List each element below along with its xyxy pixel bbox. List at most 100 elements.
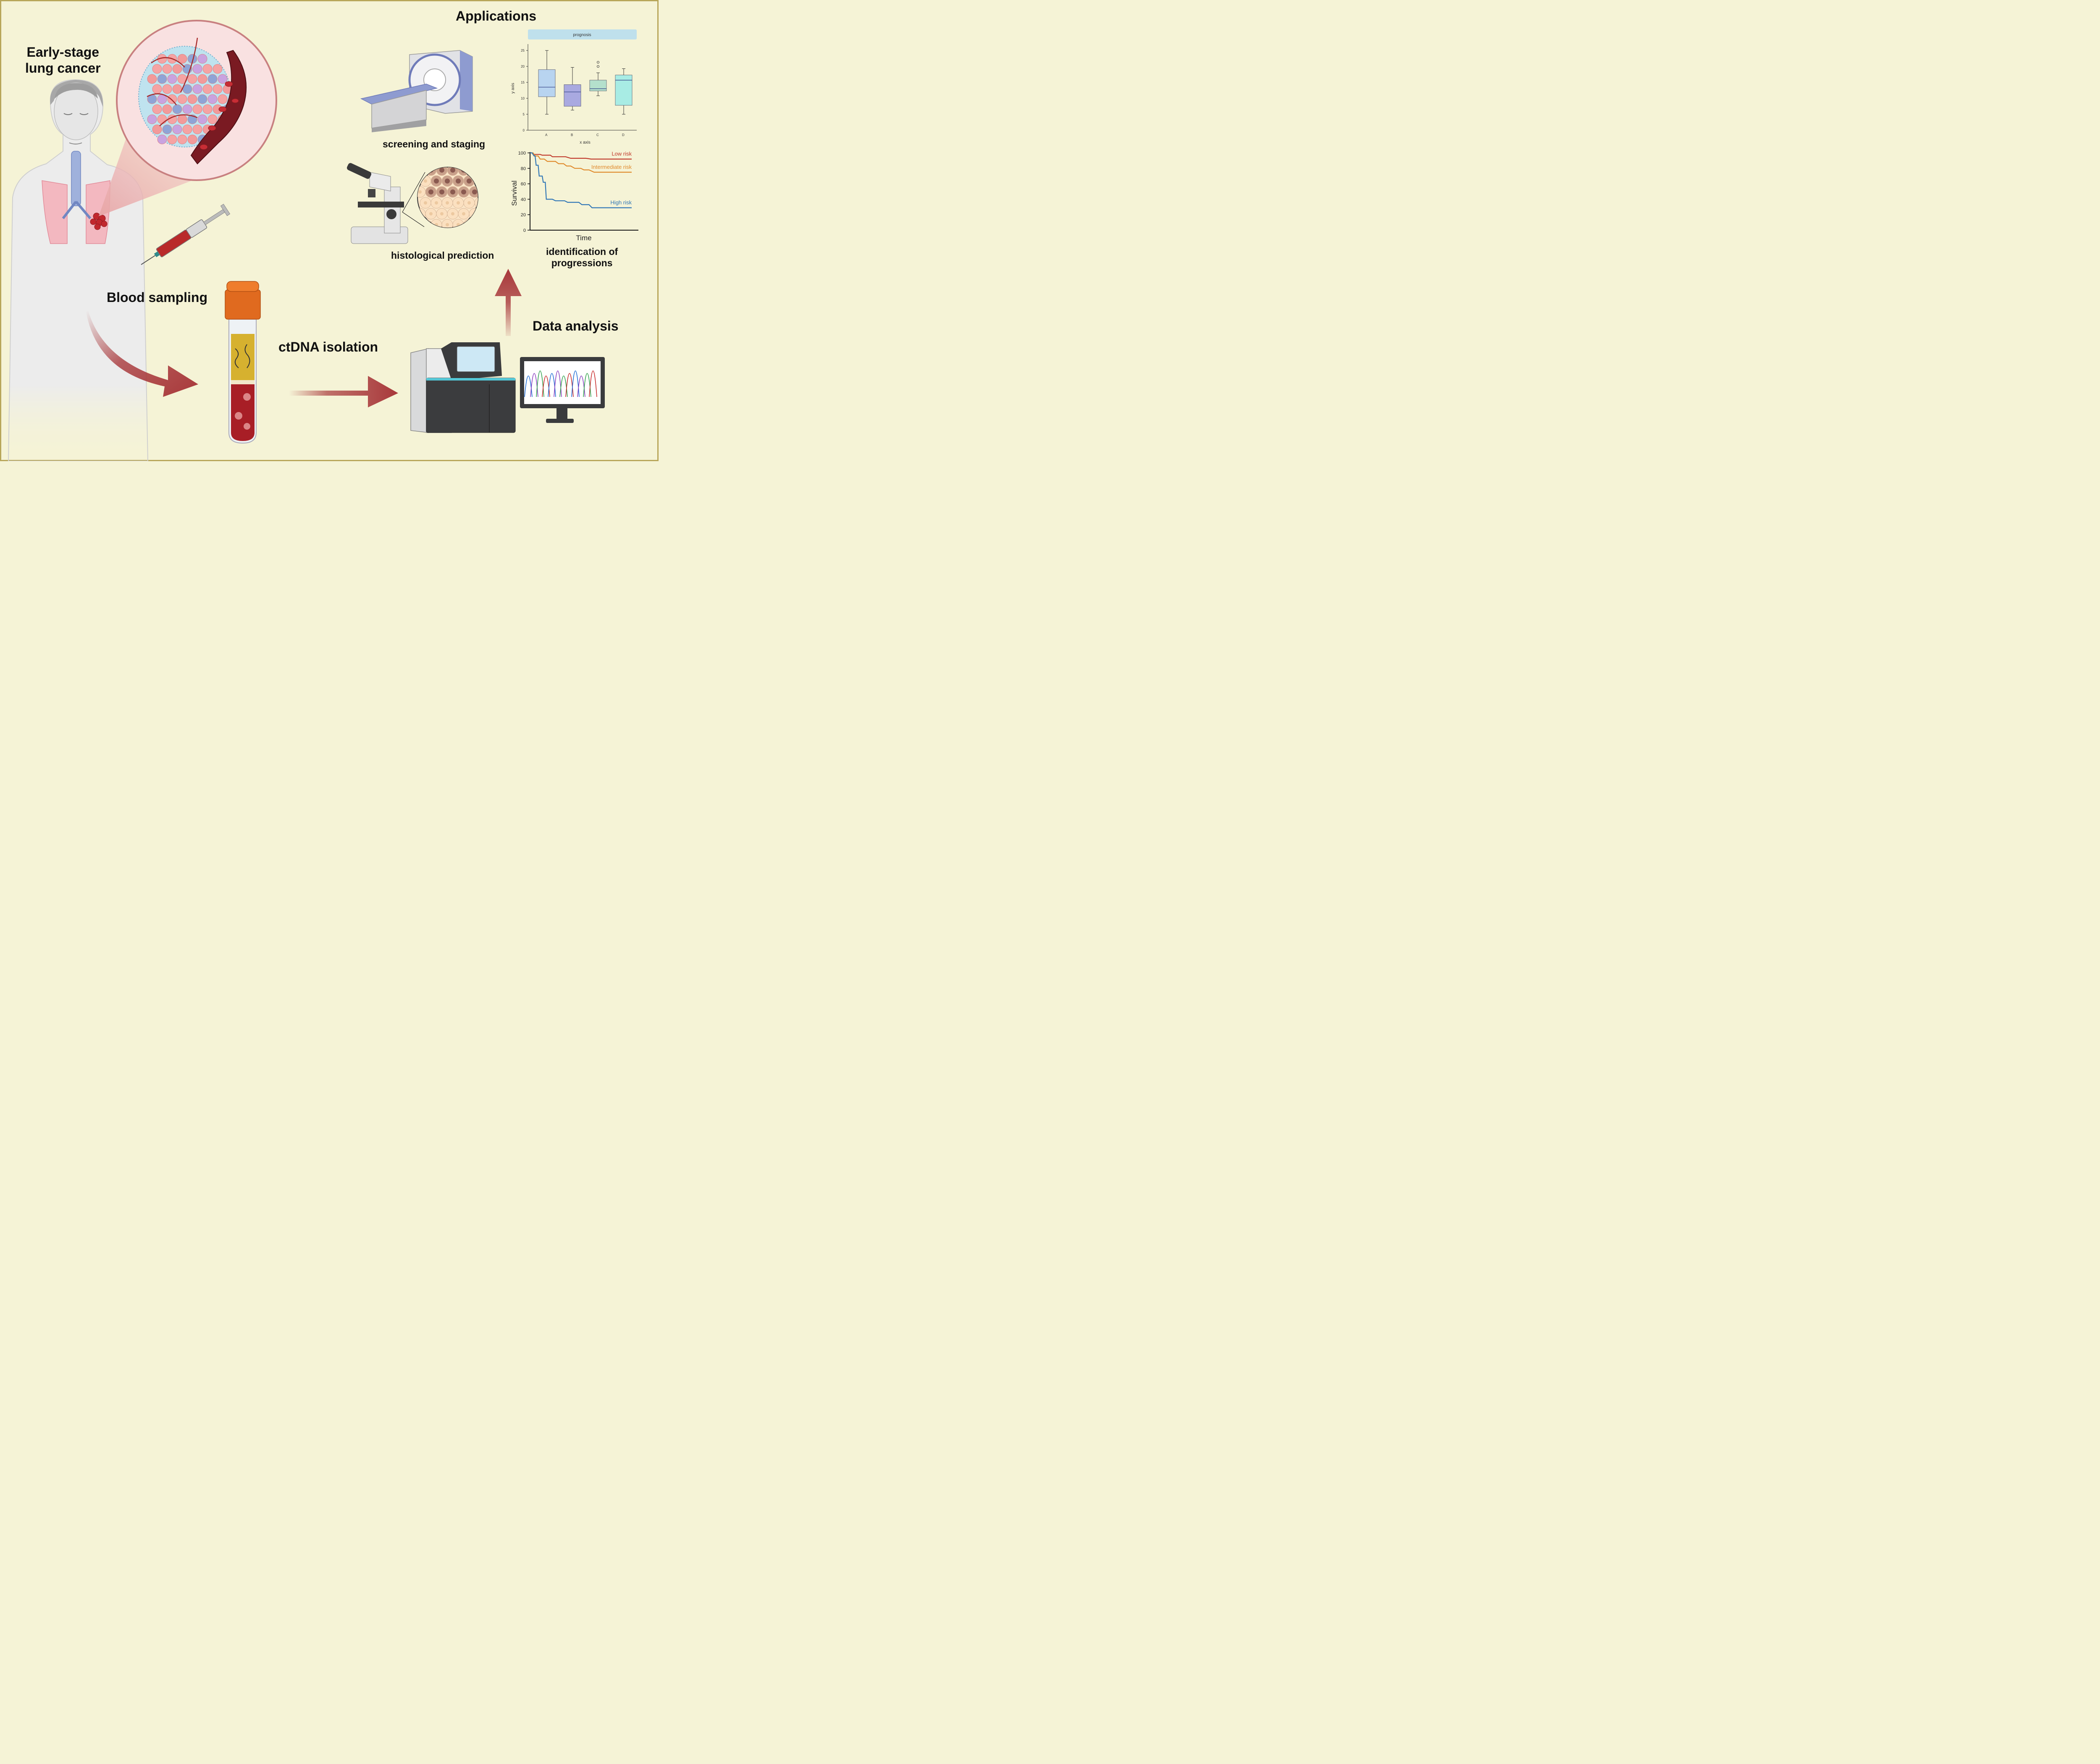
boxplot-title: prognosis bbox=[573, 33, 591, 37]
tumor-cell bbox=[162, 64, 172, 74]
histology-cell bbox=[458, 167, 470, 176]
boxplot-outlier bbox=[597, 61, 599, 64]
histology-nucleus bbox=[472, 189, 477, 194]
histology-nucleus bbox=[478, 223, 482, 226]
boxplot-box-D bbox=[615, 75, 633, 106]
histology-nucleus bbox=[428, 189, 433, 194]
boxplot-category-label: C bbox=[596, 133, 599, 137]
boxplot-category-label: B bbox=[571, 133, 573, 137]
early-stage-line-1: Early-stage bbox=[26, 45, 100, 60]
blood-sampling-label: Blood sampling bbox=[107, 290, 207, 305]
tumor-cell bbox=[192, 84, 202, 94]
boxplot-xlabel: x axis bbox=[580, 140, 591, 145]
tumor-cell bbox=[177, 94, 187, 104]
histological-label: histological prediction bbox=[391, 250, 494, 261]
boxplot-ytick-label: 20 bbox=[521, 65, 525, 68]
boxplot-ytick-label: 10 bbox=[521, 97, 525, 100]
microscope-icon bbox=[346, 163, 408, 244]
early-stage-line-2: lung cancer bbox=[25, 60, 101, 76]
histology-nucleus bbox=[462, 212, 465, 215]
survival-line-intermediate-risk bbox=[530, 152, 632, 173]
histology-cell bbox=[469, 167, 478, 176]
tumor-cell bbox=[207, 74, 218, 84]
histology-nucleus bbox=[440, 212, 444, 215]
histology-nucleus bbox=[445, 178, 450, 184]
tumor-cell bbox=[157, 114, 167, 124]
tumor-cell bbox=[167, 74, 177, 84]
tumor-cell bbox=[167, 94, 177, 104]
histology-nucleus bbox=[439, 168, 444, 173]
tumor-cell bbox=[177, 134, 187, 144]
tumor-cell bbox=[172, 64, 182, 74]
histology-cell bbox=[463, 219, 475, 228]
syringe-icon bbox=[141, 204, 231, 265]
boxplot-title-bar bbox=[528, 29, 637, 39]
histology-nucleus bbox=[450, 189, 455, 194]
histology-nucleus bbox=[451, 212, 454, 215]
survival-series-label: Intermediate risk bbox=[591, 164, 632, 170]
boxplot-box-A bbox=[538, 69, 556, 97]
tumor-cell bbox=[162, 104, 172, 114]
histology-nucleus bbox=[435, 201, 438, 205]
boxplot-category-label: D bbox=[622, 133, 625, 137]
histology-nucleus bbox=[418, 168, 422, 172]
tumor-cell bbox=[162, 124, 172, 134]
tumor-cell bbox=[197, 114, 207, 124]
boxplot-ytick-label: 15 bbox=[521, 81, 525, 84]
boxplot-category-label: A bbox=[545, 133, 548, 137]
histology-nucleus bbox=[434, 178, 439, 184]
tumor-cell bbox=[218, 94, 228, 104]
survival-ytick-label: 40 bbox=[521, 197, 526, 202]
tumor-cell bbox=[177, 114, 187, 124]
tumor-cell bbox=[152, 124, 162, 134]
tumor-cell bbox=[172, 124, 182, 134]
tumor-cell bbox=[147, 114, 157, 124]
tumor-cell bbox=[162, 84, 172, 94]
tumor-cell bbox=[167, 134, 177, 144]
histology-nucleus bbox=[429, 212, 433, 215]
histology-cell bbox=[425, 167, 437, 176]
tumor-cell bbox=[192, 104, 202, 114]
tumor-cell bbox=[192, 124, 202, 134]
boxplot-ytick-label: 25 bbox=[521, 49, 525, 52]
histology-nucleus bbox=[457, 201, 460, 205]
sequencer-icon bbox=[410, 342, 516, 433]
survival-ytick-label: 100 bbox=[518, 151, 526, 156]
tumor-cell bbox=[187, 74, 197, 84]
tumor-cell bbox=[213, 84, 223, 94]
zoom-cone bbox=[99, 139, 197, 216]
tumor-cell bbox=[207, 114, 218, 124]
boxplot-outlier bbox=[597, 65, 599, 68]
tumor-cell bbox=[152, 84, 162, 94]
patient-illustration bbox=[8, 79, 149, 461]
tumor-cell bbox=[157, 134, 167, 144]
boxplot-box-C bbox=[589, 80, 607, 92]
boxplot-box-B bbox=[564, 84, 581, 107]
tumor-cell bbox=[202, 104, 213, 114]
survival-series-label: High risk bbox=[610, 200, 632, 206]
tumor-cell bbox=[197, 74, 207, 84]
histology-nucleus bbox=[450, 168, 455, 173]
tumor-cell bbox=[202, 64, 213, 74]
arrow-to-sequencer bbox=[289, 376, 398, 407]
histology-nucleus bbox=[424, 201, 427, 205]
histology-nucleus bbox=[461, 168, 466, 173]
survival-ytick-label: 60 bbox=[521, 182, 526, 187]
chromatogram-peak bbox=[589, 370, 597, 397]
tumor-cell bbox=[218, 74, 228, 84]
tumor-cell bbox=[172, 104, 182, 114]
survival-ylabel: Survival bbox=[510, 181, 518, 206]
identification-line-2: progressions bbox=[551, 257, 613, 268]
histology-nucleus bbox=[461, 189, 466, 194]
tumor-cell bbox=[187, 134, 197, 144]
survival-ytick-label: 80 bbox=[521, 166, 526, 171]
histology-nucleus bbox=[418, 190, 422, 194]
tumor-microenvironment-magnifier bbox=[116, 20, 277, 181]
arrow-to-tube bbox=[86, 311, 198, 397]
monitor-icon bbox=[520, 357, 605, 423]
histology-nucleus bbox=[446, 223, 449, 226]
arrow-to-applications bbox=[495, 269, 522, 336]
identification-label: identification of progressions bbox=[546, 246, 618, 269]
